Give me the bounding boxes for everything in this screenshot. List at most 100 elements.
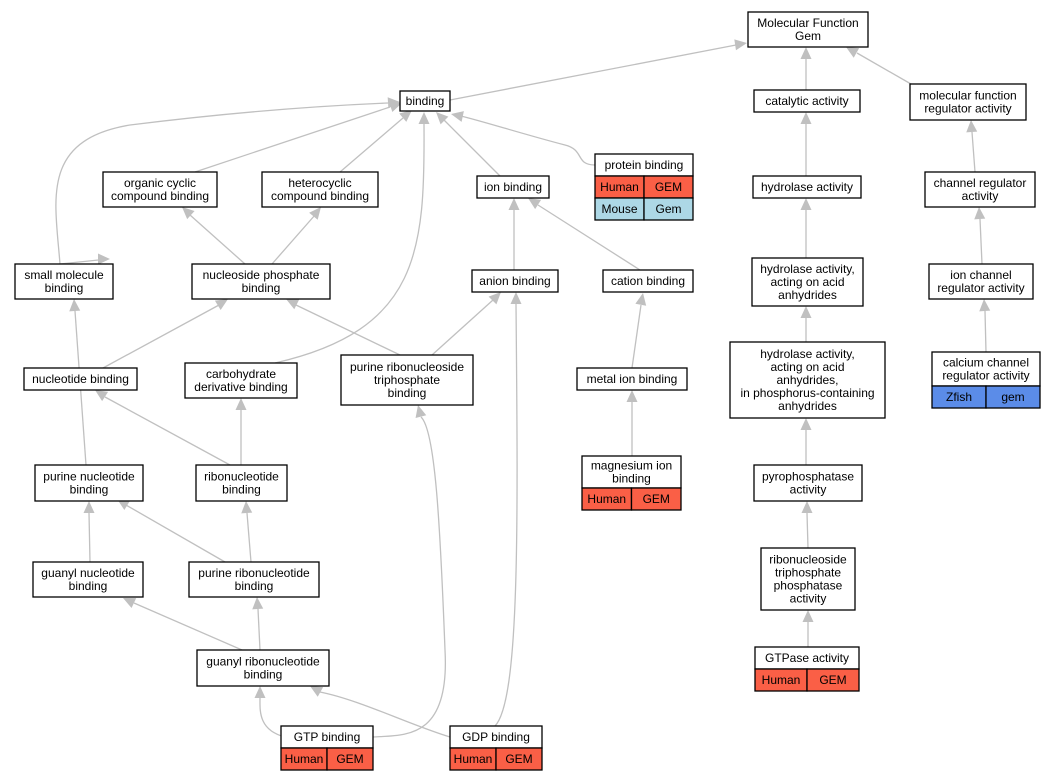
node-label-line: ion binding	[484, 180, 542, 194]
node-label-line: organic cyclic	[124, 176, 196, 190]
node-rntp-phos[interactable]: ribonucleosidetriphosphatephosphataseact…	[760, 547, 856, 611]
graph-edge	[984, 310, 987, 353]
node-label-line: binding	[45, 281, 84, 295]
edge-arrowhead	[800, 112, 812, 124]
node-label-line: carbohydrate	[206, 367, 276, 381]
edge-arrowhead	[451, 111, 464, 122]
edge-arrowhead	[626, 390, 638, 402]
node-label-line: compound binding	[271, 189, 369, 203]
node-hydro-acid[interactable]: hydrolase activity,acting on acidanhydri…	[751, 257, 864, 307]
node-box	[32, 561, 144, 598]
node-nucleotide[interactable]: nucleotide binding	[23, 367, 138, 391]
edge-arrowhead	[254, 686, 266, 698]
node-cation[interactable]: cation binding	[602, 269, 694, 293]
tag-source: Gem	[655, 202, 681, 216]
edge-arrowhead	[846, 47, 860, 58]
node-label-line: purine nucleotide	[43, 470, 135, 484]
node-label-line: cation binding	[611, 274, 685, 288]
tag-source: gem	[1001, 390, 1024, 404]
node-label-line: compound binding	[111, 189, 209, 203]
node-box	[928, 263, 1034, 300]
node-box	[195, 464, 288, 502]
node-label-line: in phosphorus-containing	[740, 386, 874, 400]
node-label-line: regulator activity	[942, 369, 1029, 383]
node-metal-ion[interactable]: metal ion binding	[576, 367, 688, 391]
edge-arrowhead	[98, 253, 110, 265]
graph-edge	[189, 214, 246, 265]
graph-edge	[443, 119, 501, 177]
node-label-line: pyrophosphatase	[762, 470, 854, 484]
node-box	[188, 561, 320, 598]
node-label-line: binding	[69, 579, 108, 593]
node-box	[14, 263, 114, 300]
node-box	[340, 354, 474, 406]
node-label-line: triphosphate	[775, 566, 841, 580]
node-label-line: Gem	[795, 29, 821, 43]
node-box	[191, 263, 331, 300]
tag-organism: Human	[454, 752, 493, 766]
edge-arrowhead	[252, 597, 264, 610]
node-ion-binding[interactable]: ion binding	[476, 175, 550, 199]
graph-edges	[55, 39, 991, 738]
tag-cell	[643, 197, 694, 221]
edge-arrowhead	[510, 292, 522, 304]
graph-edge	[194, 106, 391, 173]
node-label-line: channel regulator	[934, 176, 1027, 190]
edge-arrowhead	[235, 398, 247, 410]
tag-cell	[806, 668, 860, 692]
node-binding[interactable]: binding	[399, 90, 451, 112]
node-hydrolase[interactable]: hydrolase activity	[752, 175, 862, 199]
node-label-line: binding	[244, 668, 283, 682]
node-box	[576, 367, 688, 391]
edge-arrowhead	[399, 110, 412, 122]
node-hydro-phos[interactable]: hydrolase activity,acting on acidanhydri…	[729, 341, 886, 419]
node-box	[729, 341, 886, 419]
node-anion[interactable]: anion binding	[471, 269, 559, 293]
node-label-line: activity	[790, 592, 827, 606]
node-label-line: anion binding	[479, 274, 550, 288]
edge-arrowhead	[310, 686, 324, 697]
node-label-line: binding	[406, 94, 445, 108]
node-box	[399, 90, 451, 112]
edge-arrowhead	[83, 501, 95, 513]
node-label-line: hydrolase activity,	[760, 347, 854, 361]
edge-arrowhead	[117, 499, 131, 510]
node-label-line: binding	[70, 483, 109, 497]
edge-arrowhead	[415, 405, 427, 418]
node-box	[747, 11, 869, 48]
tag-cell	[495, 747, 543, 771]
node-label-line: metal ion binding	[587, 372, 678, 386]
graph-edge	[257, 608, 261, 651]
node-label-line: binding	[235, 579, 274, 593]
node-box	[184, 362, 298, 399]
graph-edge	[806, 512, 809, 549]
node-catalytic[interactable]: catalytic activity	[753, 89, 861, 113]
tag-organism: Human	[762, 673, 801, 687]
edge-arrowhead	[436, 112, 449, 125]
node-label-line: nucleotide binding	[32, 372, 129, 386]
edge-arrowhead	[488, 292, 501, 305]
